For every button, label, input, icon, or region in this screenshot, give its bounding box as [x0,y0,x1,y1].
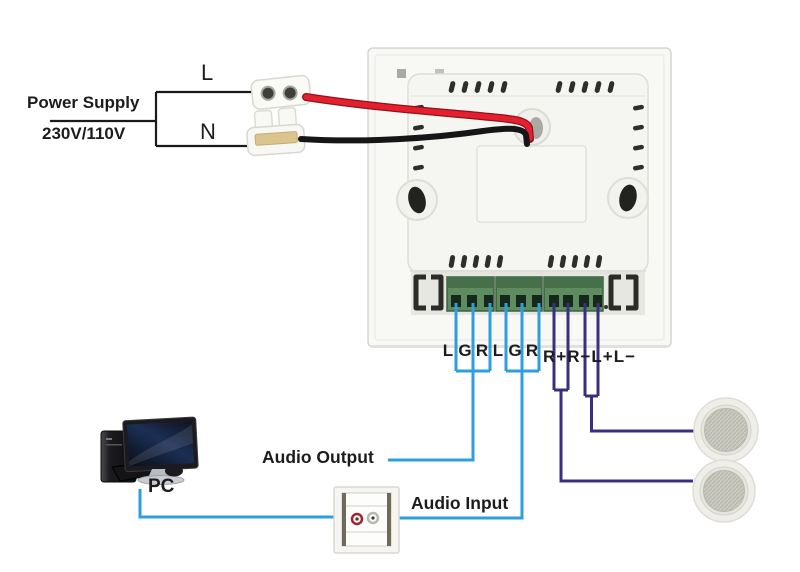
terminal-label-l1: L [442,341,454,360]
screw-slot-left [396,179,438,221]
terminal-label-l2: L [492,341,504,360]
speaker-terminals-label: R+R−L+L− [543,347,637,366]
pc-label: PC [148,476,175,497]
terminal-block-audio-2 [495,276,543,312]
live-terminal-label: L [201,60,214,85]
power-terminal-block-live [250,74,312,110]
terminal-block-speakers [543,276,608,312]
screw-slot-right [607,177,649,219]
wire-left-speaker-purple [583,303,694,433]
terminal-label-r1: R [475,341,489,360]
mount-mark-right [435,69,444,77]
wire-right-speaker-purple [552,303,693,483]
voltage-label: 230V/110V [42,124,126,143]
pc-illustration [100,416,199,485]
audio-input-label: Audio Input [411,493,509,513]
ceiling-speaker-top [693,397,759,463]
wire-audio-input-blue [399,303,541,520]
mount-mark-left [397,69,406,78]
mouse [165,465,183,477]
label-recess [476,145,587,223]
neutral-terminal-label: N [200,119,216,144]
audio-input-wall-plate [333,486,400,554]
wall-panel-device [367,47,672,348]
ceiling-speaker-bottom [692,459,756,523]
audio-output-label: Audio Output [262,447,374,467]
neutral-wire-black [298,125,530,147]
top-vent-slots [448,81,615,93]
bottom-vent-slots [448,255,603,268]
wire-pc-to-plate-blue [138,489,335,519]
power-supply-label: Power Supply [27,93,140,112]
terminal-block-audio-1 [446,276,495,312]
mount-bracket-marks [413,274,639,311]
terminal-label-g2: G [508,341,522,360]
monitor [122,416,199,473]
live-wire-red [302,93,534,143]
terminal-label-r2: R [525,341,539,360]
power-terminal-block-neutral [246,107,306,157]
power-lines [50,90,258,148]
wire-audio-output-blue [388,303,492,462]
terminal-label-g1: G [458,341,472,360]
